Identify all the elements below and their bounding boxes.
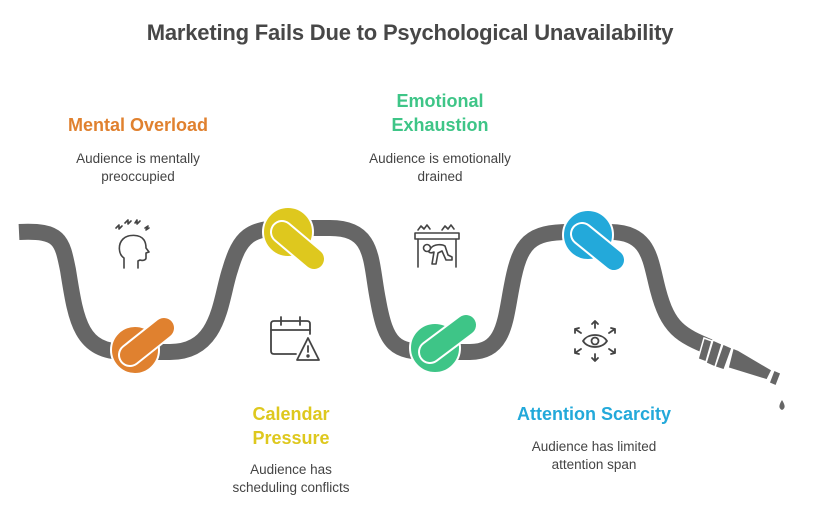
desc-line: preoccupied xyxy=(101,169,175,184)
yellow-knot xyxy=(262,206,326,271)
desc-line: scheduling conflicts xyxy=(232,480,350,495)
stage-label-emotional-exhaustion: Emotional Exhaustion xyxy=(340,89,540,137)
desc-line: attention span xyxy=(551,457,637,472)
stage-label-calendar-pressure: Calendar Pressure xyxy=(200,402,382,450)
stage-title: Mental Overload xyxy=(67,115,209,135)
hose-nozzle xyxy=(697,337,782,387)
desc-line: Audience has xyxy=(250,462,332,477)
diagram-title: Marketing Fails Due to Psychological Una… xyxy=(146,20,674,45)
eye-arrows-icon xyxy=(574,320,616,362)
blue-knot xyxy=(562,209,626,272)
desc-line: Audience has limited xyxy=(531,439,657,454)
calendar-warning-icon xyxy=(270,316,320,361)
stage-title-line: Emotional xyxy=(396,91,484,111)
green-knot xyxy=(409,313,478,374)
stage-label-attention-scarcity: Attention Scarcity xyxy=(490,402,698,426)
stage-desc-calendar-pressure: Audience has scheduling conflicts xyxy=(200,461,382,497)
desc-line: Audience is mentally xyxy=(76,151,200,166)
orange-knot xyxy=(110,316,176,375)
stage-title-line: Pressure xyxy=(252,428,330,448)
stage-desc-emotional-exhaustion: Audience is emotionally drained xyxy=(340,150,540,186)
stressed-head-icon xyxy=(115,219,150,269)
stage-desc-mental-overload: Audience is mentally preoccupied xyxy=(40,150,236,186)
stage-title-line: Exhaustion xyxy=(391,115,489,135)
hose-path xyxy=(18,220,716,360)
stage-label-mental-overload: Mental Overload xyxy=(40,113,236,137)
exhausted-person-icon xyxy=(414,224,460,268)
desc-line: drained xyxy=(417,169,463,184)
stage-title-line: Calendar xyxy=(252,404,330,424)
stage-title: Attention Scarcity xyxy=(516,404,672,424)
stage-desc-attention-scarcity: Audience has limited attention span xyxy=(490,438,698,474)
desc-line: Audience is emotionally xyxy=(369,151,511,166)
water-drip-icon xyxy=(779,400,785,410)
